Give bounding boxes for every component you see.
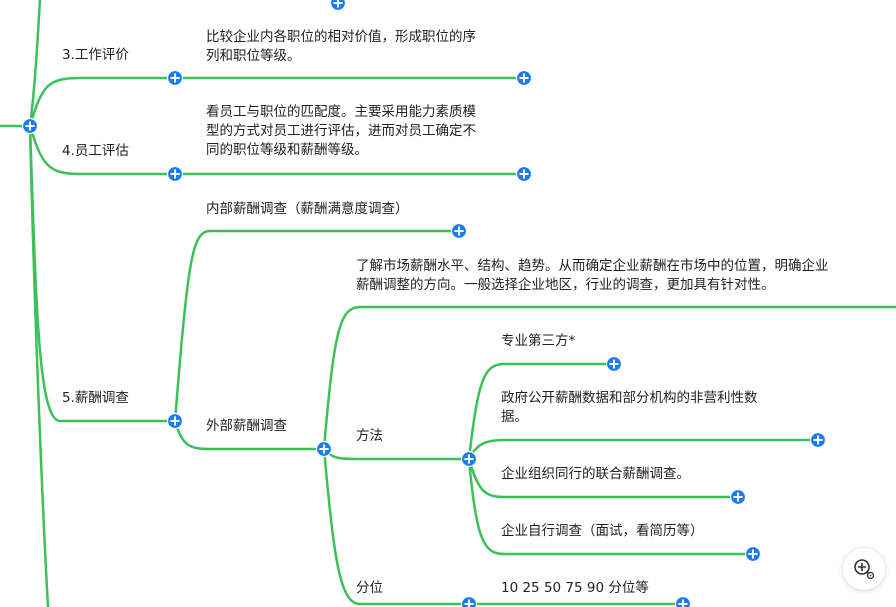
percentile-value[interactable]: 10 25 50 75 90 分位等 [501,580,649,596]
job-evaluation-branch [28,76,177,128]
method-label[interactable]: 方法 [356,428,383,444]
expand-button[interactable] [166,412,184,430]
external-survey-desc[interactable]: 了解市场薪酬水平、结构、趋势。从而确定企业薪酬在市场中的位置，明确企业 薪酬调整… [356,257,896,295]
method-item-2[interactable]: 政府公开薪酬数据和部分机构的非营利性数 据。 [501,389,821,427]
expand-button[interactable] [450,222,468,240]
method-branch [322,447,471,461]
method-item-3[interactable]: 企业组织同行的联合薪酬调查。 [501,466,690,482]
desc-line: 型的方式对员工进行评估，进而对员工确定不 [206,123,476,139]
desc-line: 比较企业内各职位的相对价值，形成职位的序 [206,29,476,45]
plus-circle-icon [170,416,180,426]
expand-button[interactable] [166,69,184,87]
expand-button[interactable] [515,69,533,87]
plus-circle-icon [25,121,35,131]
expand-button[interactable] [315,440,333,458]
salary-survey-branch [28,124,177,423]
expand-button[interactable] [329,0,347,12]
internal-survey-label[interactable]: 内部薪酬调查（薪酬满意度调查） [206,201,409,217]
expand-button[interactable] [460,450,478,468]
desc-line: 同的职位等级和薪酬等级。 [206,142,368,158]
method-item-2-branch [467,438,820,461]
desc-line: 薪酬调整的方向。一般选择企业地区，行业的调查，更加具有针对性。 [356,277,775,293]
job-evaluation-label[interactable]: 3.工作评价 [62,47,129,63]
expand-button[interactable] [809,431,827,449]
desc-line: 了解市场薪酬水平、结构、趋势。从而确定企业薪酬在市场中的位置，明确企业 [356,258,829,274]
desc-line: 列和职位等级。 [206,48,301,64]
method-item-4-branch [467,457,755,556]
expand-button[interactable] [744,545,762,563]
expand-button[interactable] [674,595,692,607]
percentile-label[interactable]: 分位 [356,580,383,596]
plus-circle-icon [333,0,343,8]
external-desc-branch [322,305,896,451]
employee-evaluation-label[interactable]: 4.员工评估 [62,143,129,159]
desc-line: 政府公开薪酬数据和部分机构的非营利性数 [501,390,758,406]
expand-button[interactable] [21,117,39,135]
plus-circle-icon [609,359,619,369]
plus-circle-icon [170,73,180,83]
zoom-settings-icon [854,559,875,580]
employee-evaluation-desc[interactable]: 看员工与职位的匹配度。主要采用能力素质模 型的方式对员工进行评估，进而对员工确定… [206,103,526,160]
employee-evaluation-branch [28,124,177,176]
plus-circle-icon [748,549,758,559]
desc-line: 据。 [501,409,528,425]
plus-circle-icon [813,435,823,445]
expand-button[interactable] [515,165,533,183]
method-item-1[interactable]: 专业第三方* [501,333,576,349]
plus-circle-icon [519,169,529,179]
expand-button[interactable] [605,355,623,373]
method-item-4[interactable]: 企业自行调查（面试，看简历等） [501,523,704,539]
salary-survey-label[interactable]: 5.薪酬调查 [62,390,129,406]
method-item-3-branch [467,457,740,499]
plus-circle-icon [733,492,743,502]
expand-button[interactable] [460,595,478,607]
zoom-settings-button[interactable] [843,548,885,590]
expand-button[interactable] [166,165,184,183]
plus-circle-icon [519,73,529,83]
plus-circle-icon [170,169,180,179]
plus-circle-icon [464,454,474,464]
desc-line: 看员工与职位的匹配度。主要采用能力素质模 [206,104,476,120]
job-evaluation-desc[interactable]: 比较企业内各职位的相对价值，形成职位的序 列和职位等级。 [206,28,526,66]
internal-survey-branch [173,229,461,423]
percentile-branch [322,447,471,606]
expand-button[interactable] [729,488,747,506]
trunk-up-line [28,0,42,128]
plus-circle-icon [454,226,464,236]
method-item-1-branch [467,362,616,461]
plus-circle-icon [319,444,329,454]
external-survey-label[interactable]: 外部薪酬调查 [206,418,287,434]
